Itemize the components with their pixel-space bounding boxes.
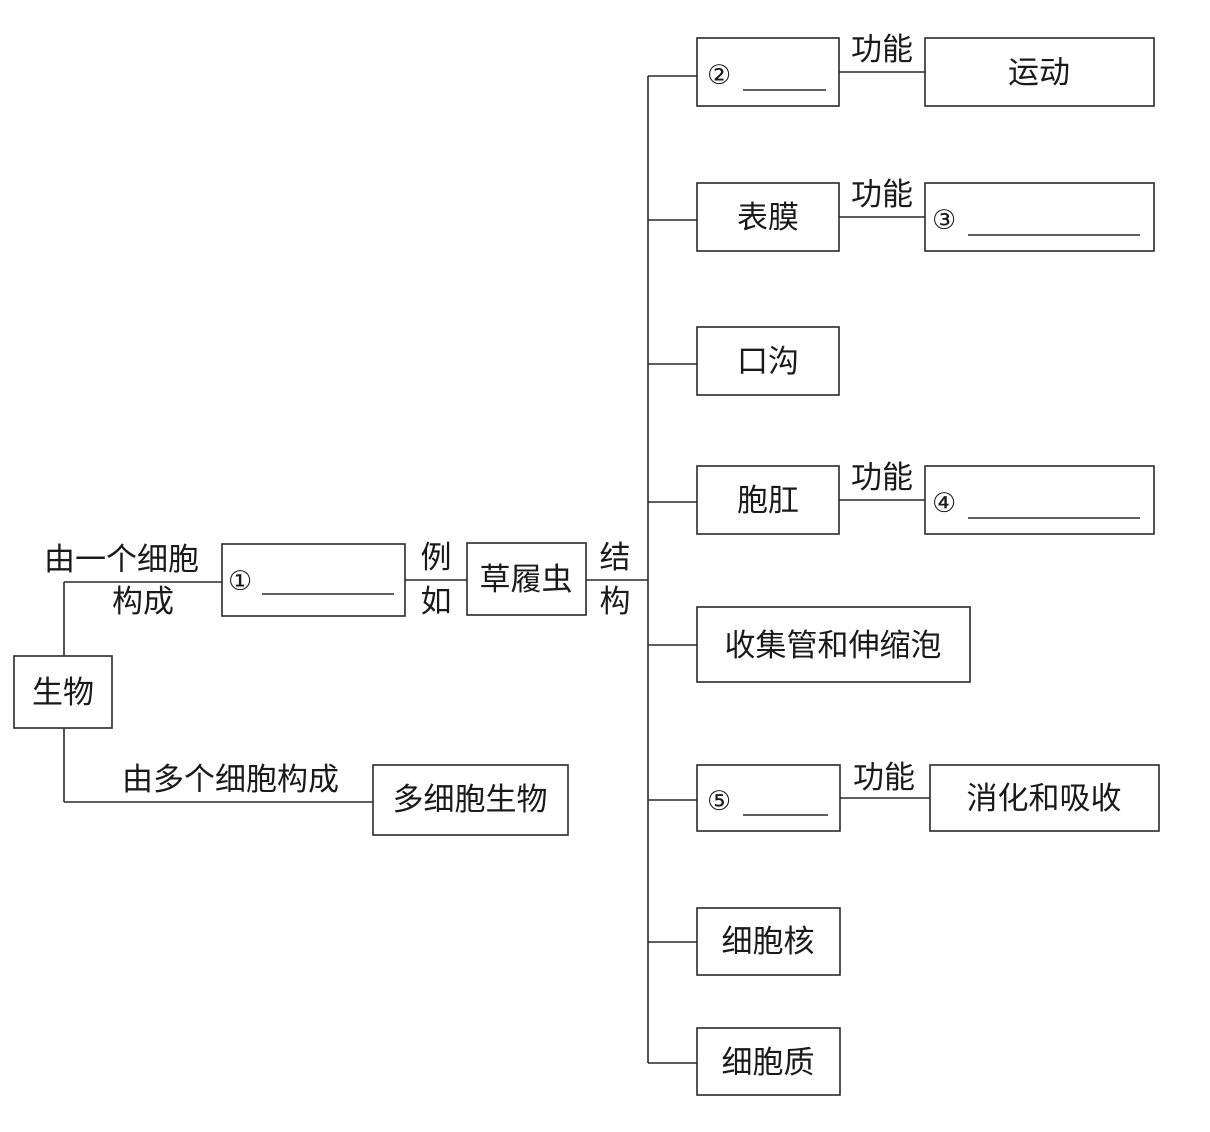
- function-node-1: 运动: [924, 37, 1155, 107]
- structure-8-label: 细胞质: [722, 1045, 815, 1081]
- root-label: 生物: [32, 675, 94, 711]
- example-label-line2: 如: [421, 584, 452, 620]
- structure-node-7: 细胞核: [696, 907, 841, 976]
- blank-1-marker: ①: [228, 566, 252, 597]
- multi-cell-label: 由多个细胞构成: [122, 762, 339, 798]
- structure-node-5: 收集管和伸缩泡: [696, 606, 971, 683]
- structure-node-6: ⑤: [696, 764, 841, 832]
- paramecium-node: 草履虫: [466, 542, 587, 616]
- multi-cell-node: 多细胞生物: [372, 764, 569, 836]
- function-2-marker: ③: [932, 205, 956, 236]
- function-4-marker: ④: [932, 488, 956, 519]
- function-label-6: 功能: [853, 760, 915, 796]
- paramecium-label: 草履虫: [480, 562, 573, 598]
- structure-node-1: ②: [696, 37, 840, 107]
- structure-6-marker: ⑤: [707, 786, 731, 817]
- single-cell-label-line1: 由一个细胞: [44, 542, 199, 578]
- function-label-2: 功能: [851, 177, 913, 213]
- structure-label-line2: 构: [600, 584, 631, 620]
- root-node: 生物: [13, 655, 113, 729]
- function-1-label: 运动: [1008, 55, 1070, 91]
- function-6-label: 消化和吸收: [967, 781, 1122, 817]
- function-node-2: ③: [924, 182, 1155, 252]
- structure-label-line1: 结: [600, 540, 631, 576]
- structure-node-8: 细胞质: [696, 1027, 841, 1096]
- blank-1-node: ①: [221, 543, 406, 617]
- structure-7-label: 细胞核: [722, 924, 815, 960]
- function-node-6: 消化和吸收: [929, 764, 1160, 832]
- function-label-1: 功能: [851, 32, 913, 68]
- structure-4-label: 胞肛: [737, 483, 799, 519]
- connectors: [63, 71, 930, 1064]
- structure-3-label: 口沟: [737, 344, 799, 380]
- structure-5-label: 收集管和伸缩泡: [725, 628, 942, 664]
- single-cell-label-line2: 构成: [112, 584, 174, 620]
- example-label-line1: 例: [421, 540, 452, 576]
- function-node-4: ④: [924, 465, 1155, 535]
- structure-node-3: 口沟: [696, 326, 840, 396]
- structure-1-marker: ②: [707, 60, 731, 91]
- structure-node-2: 表膜: [696, 182, 840, 252]
- structure-2-label: 表膜: [737, 200, 799, 236]
- multi-cell-box-label: 多细胞生物: [393, 782, 548, 818]
- function-label-4: 功能: [851, 460, 913, 496]
- structure-node-4: 胞肛: [696, 465, 840, 535]
